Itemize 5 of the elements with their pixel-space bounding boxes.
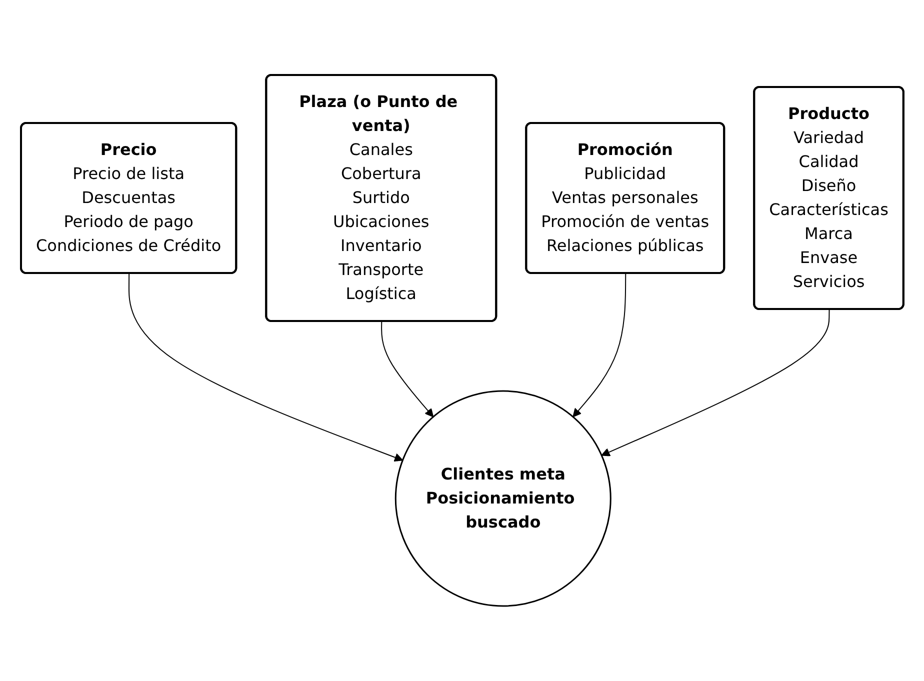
arrow [128, 273, 403, 462]
arrow [601, 309, 830, 456]
node-circle: Clientes meta Posicionamiento buscado [394, 390, 612, 607]
arrow [572, 273, 626, 418]
arrow [380, 321, 434, 418]
